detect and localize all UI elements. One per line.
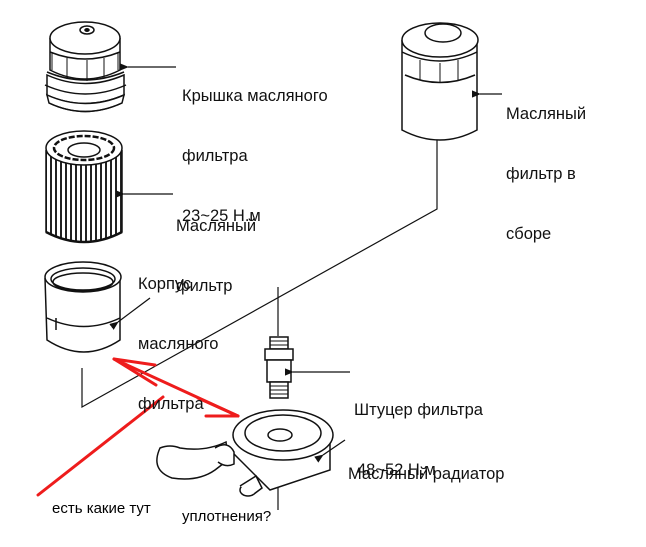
label-filter-cap-line1: Крышка масляного <box>182 87 328 105</box>
filter-element-icon <box>45 130 123 244</box>
red-annotation-arrows <box>36 357 240 497</box>
label-fitting-torque: 48~52 Н.м <box>357 461 436 479</box>
label-filter-cap: Крышка масляного фильтра 23~25 Н.м <box>182 46 328 246</box>
label-filter-housing-line3: фильтра <box>138 395 204 413</box>
label-filter-element-line2: фильтр <box>176 277 233 295</box>
label-filter-element-line1: Масляный <box>176 217 257 235</box>
label-fitting: Штуцер фильтра 48~52 Н.м <box>354 360 483 500</box>
label-filter-assembly-line1: Масляный <box>506 105 587 123</box>
oil-cooler-icon <box>156 409 334 497</box>
label-filter-assembly-line3: сборе <box>506 225 552 243</box>
label-filter-housing-line2: масляного <box>138 335 219 353</box>
filter-cap-icon <box>44 21 127 113</box>
label-filter-cap-line2: фильтра <box>182 147 248 165</box>
label-oil-cooler-line1: Масляный радиатор <box>348 465 505 483</box>
fitting-stud-icon <box>264 336 294 399</box>
label-fitting-line1: Штуцер фильтра <box>354 401 483 419</box>
label-oil-cooler: Масляный радиатор <box>348 424 504 504</box>
label-filter-assembly-line2: фильтр в <box>506 165 576 183</box>
label-filter-assembly: Масляный фильтр в сборе <box>506 64 586 264</box>
filter-assembly-icon <box>401 22 479 141</box>
label-filter-housing: Корпус масляного фильтра <box>138 234 218 434</box>
assembly-guide-lines <box>81 140 438 510</box>
label-filter-housing-line1: Корпус <box>138 275 192 293</box>
filter-housing-icon <box>44 261 122 353</box>
annotation-question-part2: уплотнения? <box>182 508 272 525</box>
label-pointer-arrows <box>109 63 502 463</box>
label-filter-element: Масляный фильтр <box>176 176 256 316</box>
label-filter-cap-torque: 23~25 Н.м <box>182 207 261 225</box>
annotation-question-part1: есть какие тут <box>52 500 151 517</box>
